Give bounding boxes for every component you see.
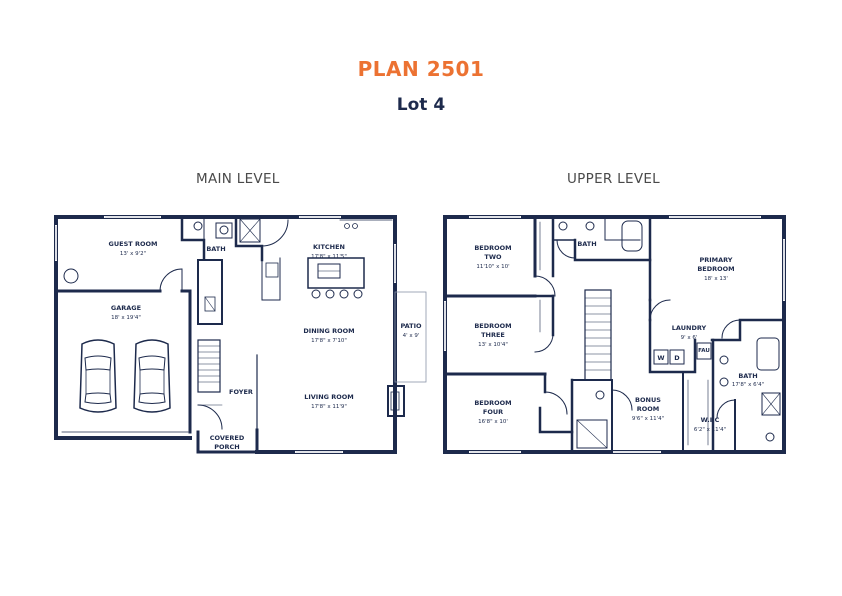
room-label-upper-bath: BATH <box>577 240 596 248</box>
dryer-label: D <box>674 354 680 362</box>
main-level-label: MAIN LEVEL <box>196 171 280 187</box>
room-label-primary-2: BEDROOM <box>697 265 734 273</box>
lot-subtitle: Lot 4 <box>396 95 446 115</box>
fireplace <box>387 385 405 417</box>
room-label-primary-1: PRIMARY <box>699 256 732 264</box>
room-label-bonus-2: ROOM <box>637 405 660 413</box>
dryer-box <box>669 349 685 365</box>
room-label-bedroom-two-2: TWO <box>484 253 502 261</box>
room-label-laundry: LAUNDRY <box>672 324 707 332</box>
room-label-bedroom-four-2: FOUR <box>483 408 503 416</box>
room-label-dining: DINING ROOM <box>303 327 354 335</box>
room-dims-primary-bath: 17'8" x 6'4" <box>732 382 764 388</box>
room-label-wic: W.I.C <box>701 416 720 424</box>
room-dims-bedroom-four: 16'8" x 10' <box>478 419 508 425</box>
room-label-bedroom-three-2: THREE <box>481 331 505 339</box>
room-dims-laundry: 9' x 6' <box>681 335 698 341</box>
room-label-living: LIVING ROOM <box>304 393 354 401</box>
plan-title: PLAN 2501 <box>357 57 485 81</box>
room-label-porch-2: PORCH <box>214 443 240 451</box>
upper-level-label: UPPER LEVEL <box>567 171 661 187</box>
room-label-garage: GARAGE <box>111 304 141 312</box>
upper-stairs <box>584 289 612 381</box>
room-label-bath: BATH <box>206 245 225 253</box>
fau-label: FAU <box>698 348 710 354</box>
garage-car-right <box>133 339 171 413</box>
room-dims-wic: 6'2" x 11'4" <box>694 427 726 433</box>
room-label-primary-bath: BATH <box>738 372 757 380</box>
room-dims-garage: 18' x 19'4" <box>111 315 141 321</box>
room-dims-dining: 17'8" x 7'10" <box>311 338 347 344</box>
kitchen-counter <box>261 245 281 301</box>
room-label-patio: PATIO <box>400 322 422 330</box>
room-dims-bedroom-three: 13' x 10'4" <box>478 342 508 348</box>
main-stairs <box>197 339 221 393</box>
room-dims-kitchen: 17'8" x 11'5" <box>311 254 347 260</box>
garage-car-left <box>79 339 117 413</box>
main-level-plan <box>54 215 427 454</box>
room-dims-bedroom-two: 11'10" x 10' <box>476 264 509 270</box>
room-dims-primary: 18' x 13' <box>704 276 728 282</box>
patio <box>394 291 427 383</box>
room-dims-patio: 4' x 9' <box>403 333 420 339</box>
room-dims-guest-room: 13' x 9'2" <box>120 251 146 257</box>
room-label-bonus-1: BONUS <box>635 396 661 404</box>
room-dims-living: 17'8" x 11'9" <box>311 404 347 410</box>
upper-level-plan <box>443 215 786 454</box>
room-label-bedroom-four-1: BEDROOM <box>474 399 511 407</box>
room-label-foyer: FOYER <box>229 388 253 396</box>
room-dims-bonus: 9'6" x 11'4" <box>632 416 664 422</box>
room-label-kitchen: KITCHEN <box>313 243 345 251</box>
room-label-bedroom-two-1: BEDROOM <box>474 244 511 252</box>
kitchen-island <box>307 257 365 289</box>
room-label-guest-room: GUEST ROOM <box>109 240 158 248</box>
room-label-porch-1: COVERED <box>210 434 245 442</box>
porch-wall <box>196 428 259 454</box>
room-label-bedroom-three-1: BEDROOM <box>474 322 511 330</box>
washer-box <box>653 349 669 365</box>
washer-label: W <box>657 354 664 362</box>
fau-box <box>696 342 712 360</box>
